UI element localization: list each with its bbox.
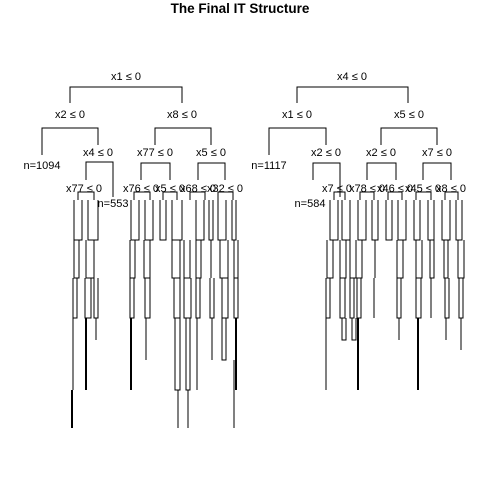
left-l3-b-branch: [133, 191, 151, 200]
left-l3-b-label: x76 ≤ 0: [123, 183, 159, 195]
right-l2-b-branch: [366, 162, 397, 180]
right-l2-c-branch: [422, 162, 452, 180]
right-l2-a-branch: [312, 162, 341, 197]
left-l3-d-label: x68 ≤ 0: [180, 183, 216, 195]
left-root-label: x1 ≤ 0: [111, 71, 141, 83]
right-root-branch: [296, 86, 409, 103]
right-l2-a-label: x2 ≤ 0: [311, 147, 341, 159]
left-l3-d-branch: [189, 191, 206, 200]
right-l2-c-label: x7 ≤ 0: [422, 147, 452, 159]
right-l1-right-branch: [380, 127, 438, 145]
right-l1-right-label: x5 ≤ 0: [394, 109, 424, 121]
left-l3-a-branch: [77, 191, 95, 200]
right-l3-b-branch: [359, 191, 375, 200]
left-l3-e-label: x32 ≤ 0: [207, 183, 243, 195]
left-l3-c-label: x5 ≤ 0: [155, 183, 185, 195]
left-l1-right-branch: [154, 127, 212, 145]
right-l3-e-label: x8 ≤ 0: [436, 183, 466, 195]
right-l3-e-branch: [444, 191, 459, 200]
left-l3-a-n-label: n=553: [98, 198, 129, 210]
right-l3-a-n-label: n=584: [295, 198, 326, 210]
right-tree: [268, 86, 465, 390]
left-deep-subtrees: [71, 200, 239, 428]
left-l2-c-branch: [197, 162, 226, 180]
right-l3-d-label: x45 ≤ 0: [405, 183, 441, 195]
right-l3-a-branch: [333, 191, 346, 200]
right-deep-subtrees: [325, 200, 465, 390]
left-tree: [41, 86, 239, 428]
left-l3-a-label: x77 ≤ 0: [66, 183, 102, 195]
right-l3-b-label: x78 ≤ 0: [349, 183, 385, 195]
right-l3-d-branch: [415, 191, 432, 200]
right-l1-left-label: x1 ≤ 0: [282, 109, 312, 121]
left-l3-e-branch: [217, 191, 234, 200]
left-root-branch: [69, 86, 183, 103]
left-l2-a-label: x4 ≤ 0: [83, 147, 113, 159]
left-l2-c-label: x5 ≤ 0: [196, 147, 226, 159]
right-leaf-n-label: n=1117: [251, 160, 286, 172]
left-leaf-n-label: n=1094: [23, 160, 60, 172]
diagram-title: The Final IT Structure: [171, 1, 310, 16]
left-l2-b-branch: [140, 162, 171, 180]
left-l1-right-label: x8 ≤ 0: [167, 109, 197, 121]
left-tree-labels: x1 ≤ 0 x2 ≤ 0 x8 ≤ 0 n=1094 x4 ≤ 0 x77 ≤…: [23, 71, 243, 210]
right-l3-c-label: x46 ≤ 0: [377, 183, 413, 195]
left-l1-left-branch: [41, 127, 99, 145]
left-l1-left-label: x2 ≤ 0: [55, 109, 85, 121]
right-l3-c-branch: [387, 191, 403, 200]
left-l2-a-branch: [85, 161, 114, 197]
left-l3-c-branch: [162, 191, 178, 200]
right-l3-a-label: x7 ≤ 0: [322, 183, 352, 195]
right-l2-b-label: x2 ≤ 0: [366, 147, 396, 159]
right-root-label: x4 ≤ 0: [337, 71, 367, 83]
right-l1-left-branch: [268, 127, 327, 145]
left-l2-b-label: x77 ≤ 0: [137, 147, 173, 159]
right-tree-labels: x4 ≤ 0 x1 ≤ 0 x5 ≤ 0 n=1117 x2 ≤ 0 x2 ≤ …: [251, 71, 466, 210]
